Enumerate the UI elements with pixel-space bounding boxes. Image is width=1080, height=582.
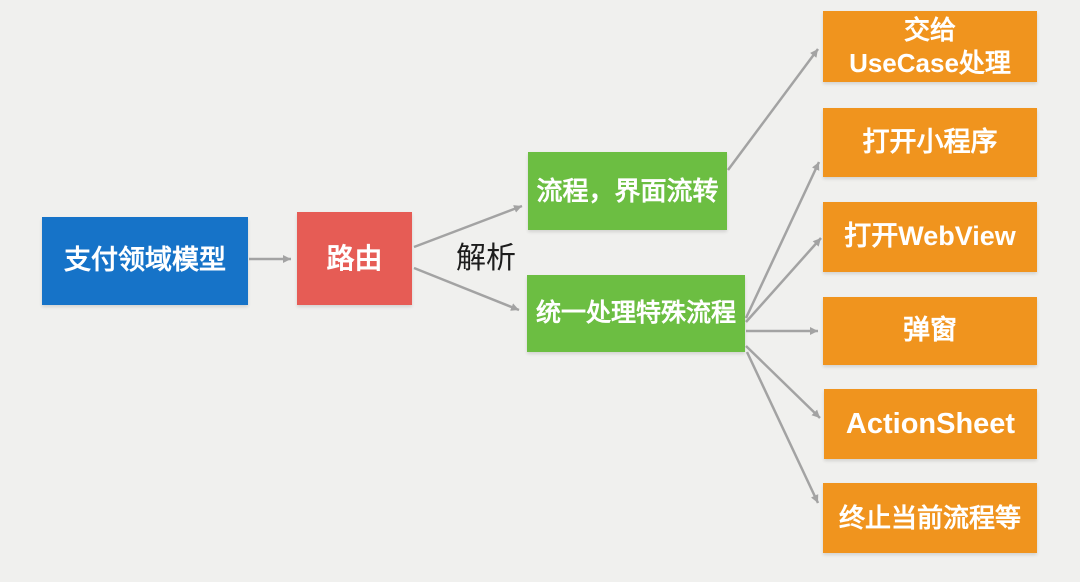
- arrow-special-to-webview: [745, 237, 822, 323]
- node-label: 统一处理特殊流程: [535, 298, 736, 327]
- node-payment-domain-model: 支付领域模型: [42, 217, 248, 305]
- arrow-flow-to-usecase: [726, 48, 820, 171]
- node-usecase-handler: 交给 UseCase处理: [823, 11, 1037, 82]
- node-terminate-current-flow: 终止当前流程等: [823, 483, 1037, 553]
- arrow-router-to-flow: [413, 204, 523, 249]
- node-unified-special-flow: 统一处理特殊流程: [527, 275, 745, 352]
- node-open-mini-program: 打开小程序: [823, 108, 1037, 177]
- arrow-router-to-special: [413, 266, 520, 312]
- node-label: 打开小程序: [862, 126, 998, 157]
- node-label: 打开WebView: [844, 221, 1016, 252]
- node-label: 支付领域模型: [64, 245, 226, 276]
- node-flow-ui-transition: 流程，界面流转: [528, 152, 727, 230]
- node-label-line1: 交给: [903, 15, 956, 45]
- node-label: 路由: [326, 243, 383, 274]
- node-popup-dialog: 弹窗: [823, 297, 1037, 365]
- arrow-special-to-miniprogram: [744, 161, 821, 319]
- node-label: 流程，界面流转: [536, 175, 719, 206]
- node-label: 弹窗: [903, 315, 957, 346]
- arrow-special-to-actionsheet: [745, 345, 821, 419]
- node-router: 路由: [297, 212, 412, 305]
- node-label: 终止当前流程等: [838, 502, 1021, 533]
- edge-label-parse: 解析: [456, 242, 516, 275]
- node-open-webview: 打开WebView: [823, 202, 1037, 272]
- node-actionsheet: ActionSheet: [824, 389, 1037, 459]
- arrow-special-to-terminate: [745, 351, 820, 504]
- node-label-line2: UseCase处理: [849, 47, 1011, 78]
- node-label: ActionSheet: [845, 407, 1016, 440]
